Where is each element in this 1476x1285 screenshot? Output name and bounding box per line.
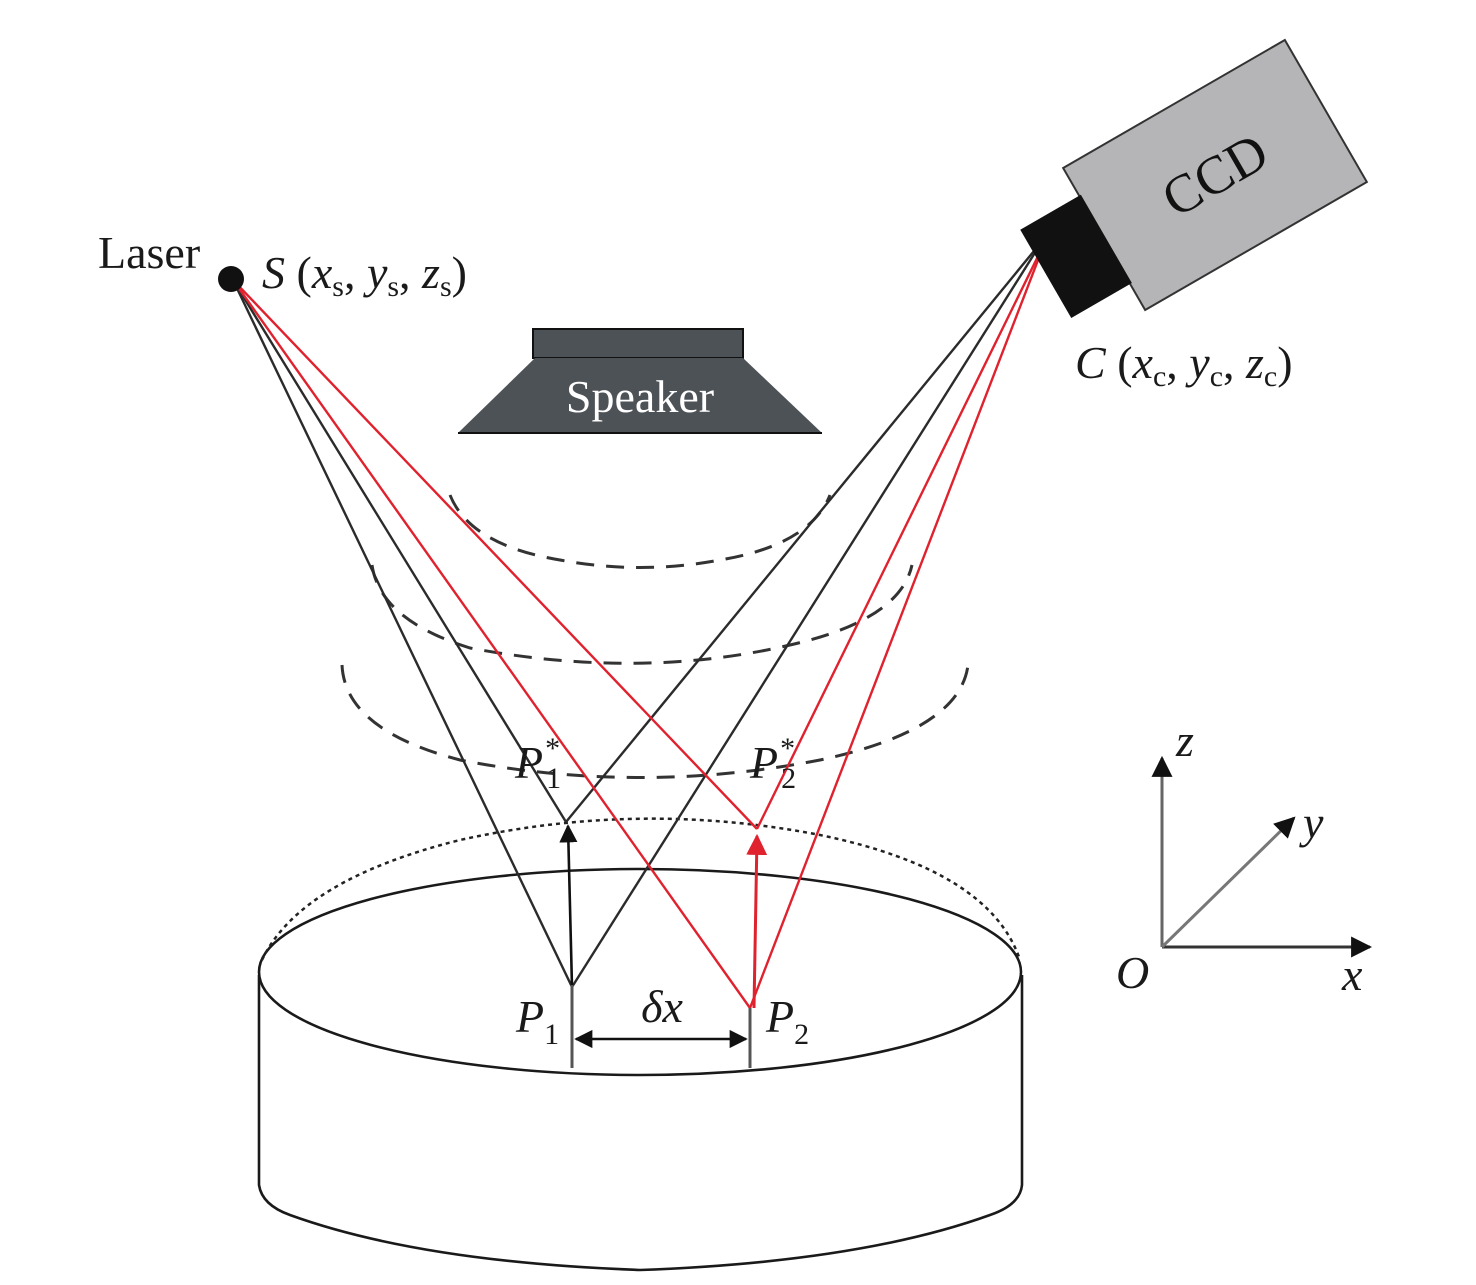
cylinder-bottom-edge <box>257 975 1024 1272</box>
p2-displacement-arrow <box>746 833 768 1009</box>
axis-z-label: z <box>1175 715 1194 766</box>
ray-p1star-to-camera <box>565 239 1044 823</box>
p1-star-label: P*1 <box>514 732 561 795</box>
deformed-surface-outline <box>260 817 1022 961</box>
laser-rays-reference <box>231 239 1045 988</box>
speaker-top <box>532 328 744 359</box>
p1-label: P1 <box>515 991 559 1051</box>
sound-waves <box>340 494 970 779</box>
coordinate-axes: O x y z <box>1116 715 1373 1000</box>
laser-source-dot <box>218 266 244 292</box>
ray-p1-to-camera <box>570 239 1045 988</box>
axis-y-label: y <box>1299 797 1324 848</box>
speaker: Speaker <box>458 328 822 434</box>
ray-p2-to-camera <box>748 241 1047 1009</box>
sound-wave-arc-2 <box>370 564 914 665</box>
sound-wave-arc-1 <box>448 494 832 569</box>
laser-rays-displaced <box>232 241 1047 1009</box>
p1-displacement-arrow <box>559 824 578 988</box>
speaker-body <box>458 358 822 433</box>
laser-coords-label: S (xs, ys, zs) <box>262 247 467 303</box>
camera-coords-label: C (xc, yc, zc) <box>1075 337 1293 393</box>
cylinder-plate <box>257 817 1024 1272</box>
ccd-camera: CCD <box>1020 38 1369 319</box>
p2-star-label: P*2 <box>749 732 796 795</box>
speaker-label: Speaker <box>566 371 714 422</box>
laser-label: Laser <box>98 227 200 278</box>
ray-laser-to-p2star <box>232 279 758 830</box>
y-axis <box>1160 816 1296 949</box>
p2-label: P2 <box>765 991 809 1051</box>
ray-laser-to-p1 <box>231 279 574 988</box>
axis-origin-label: O <box>1116 947 1149 998</box>
cylinder-top-ellipse <box>257 867 1023 1077</box>
sound-wave-arc-3 <box>340 664 970 779</box>
ray-laser-to-p1star <box>231 279 568 823</box>
delta-x-label: δx <box>641 981 683 1032</box>
ccd-lens <box>1020 194 1132 319</box>
ray-laser-to-p2 <box>232 279 751 1009</box>
ray-p2star-to-camera <box>755 241 1047 830</box>
axis-x-label: x <box>1341 949 1363 1000</box>
